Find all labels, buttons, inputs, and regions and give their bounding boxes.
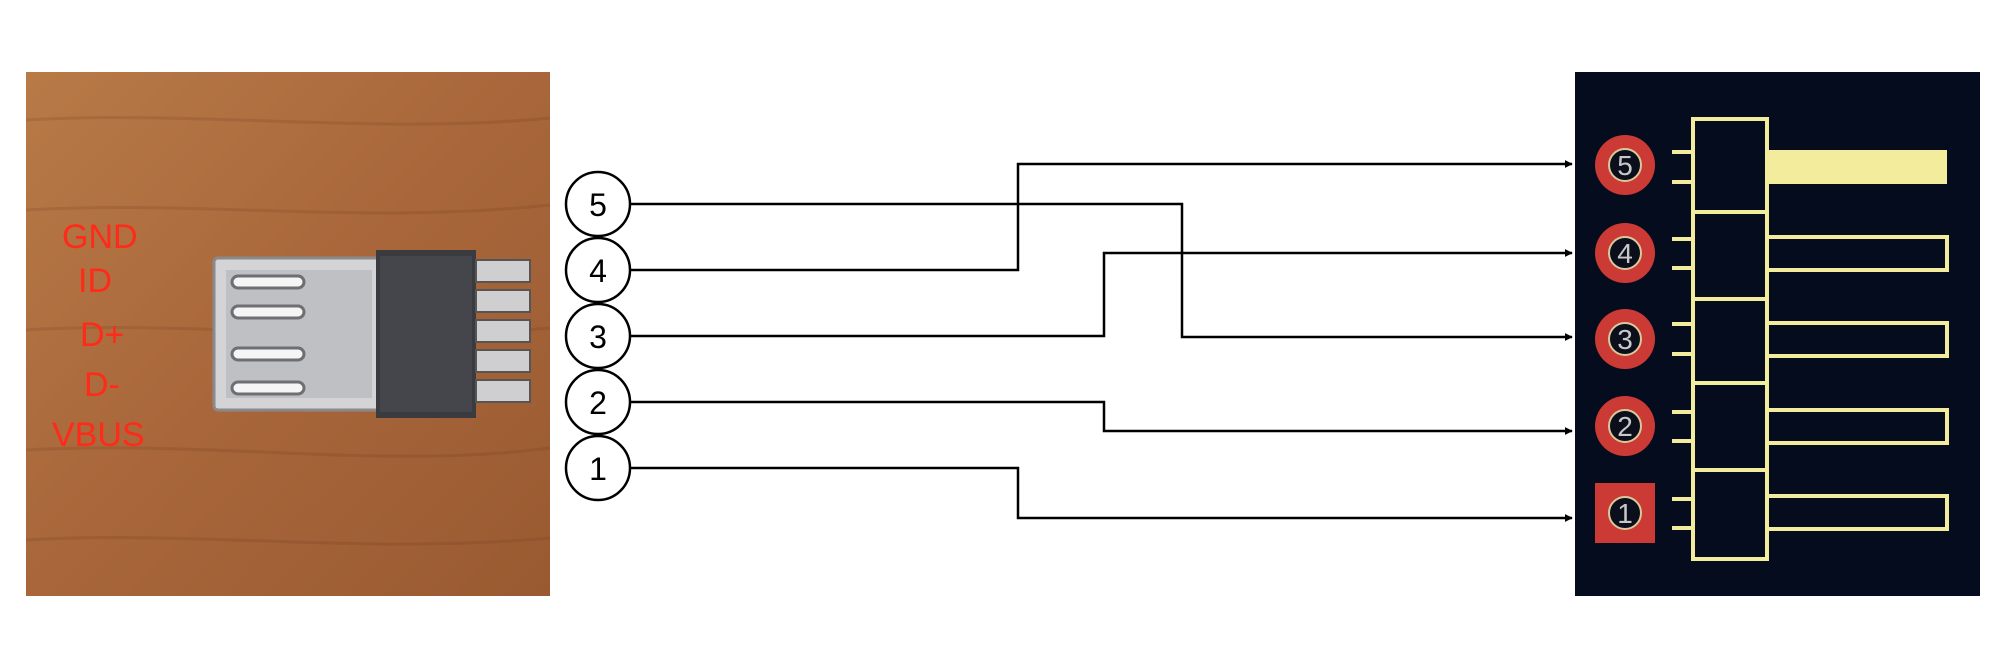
- wire-2-to-pad-2: [630, 400, 1573, 435]
- connector-photo: [25, 72, 551, 596]
- shell-slots: [230, 274, 306, 396]
- pin-1-outline: [1765, 494, 1949, 531]
- pad-number-4: 4: [1617, 238, 1633, 269]
- wire-3-to-pad-4: [630, 249, 1573, 338]
- pad-5: 5: [1595, 135, 1655, 195]
- pcb-footprint: 5 4 3 2 1: [1575, 72, 1980, 596]
- solder-cups: [475, 259, 531, 403]
- connector-number-2: 2: [589, 385, 607, 421]
- pin-3-outline: [1765, 321, 1949, 358]
- wire-4-to-pad-5: [630, 160, 1573, 272]
- pin-4-outline: [1765, 235, 1949, 272]
- connector-number-4: 4: [589, 253, 607, 289]
- connector-number-5: 5: [589, 187, 607, 223]
- connector-number-1: 1: [589, 451, 607, 487]
- wiring-lines: [630, 160, 1573, 522]
- pad-1: 1: [1595, 483, 1655, 543]
- pad-number-3: 3: [1617, 324, 1633, 355]
- pin-label-dminus: D-: [84, 366, 120, 404]
- pin-leads: [1672, 150, 1693, 530]
- pad-number-5: 5: [1617, 150, 1633, 181]
- connector-number-circles: 5 4 3 2 1: [564, 170, 632, 502]
- silkscreen-dividers: [1693, 210, 1767, 472]
- connector-circle-5: 5: [564, 170, 632, 238]
- pad-3: 3: [1595, 309, 1655, 369]
- connector-number-3: 3: [589, 319, 607, 355]
- connector-circle-3: 3: [564, 302, 632, 370]
- connector-circle-2: 2: [564, 368, 632, 436]
- pin-label-vbus: VBUS: [52, 416, 145, 454]
- connector-circle-1: 1: [564, 434, 632, 502]
- connector-circle-4: 4: [564, 236, 632, 304]
- pin-2-outline: [1765, 408, 1949, 445]
- pad-number-1: 1: [1617, 498, 1633, 529]
- pin-label-id: ID: [78, 262, 112, 300]
- pad-2: 2: [1595, 396, 1655, 456]
- wire-1-to-pad-1: [630, 466, 1573, 522]
- pin-label-gnd: GND: [62, 218, 138, 256]
- pin-5-outline: [1767, 150, 1947, 184]
- pin-label-dplus: D+: [80, 316, 125, 354]
- wire-5-to-pad-3: [630, 202, 1573, 341]
- pad-4: 4: [1595, 223, 1655, 283]
- pad-number-2: 2: [1617, 411, 1633, 442]
